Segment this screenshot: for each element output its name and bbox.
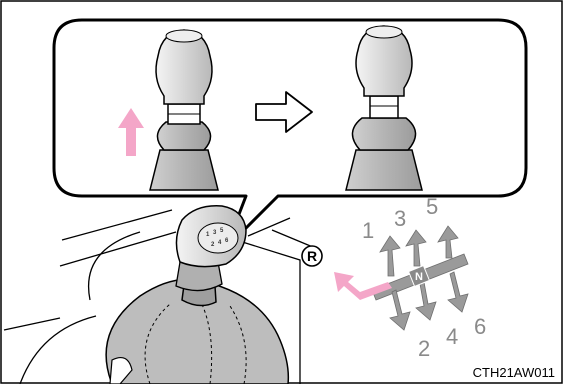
boot-left	[150, 150, 218, 190]
gear-number-4: 4	[446, 324, 458, 349]
gear-number-1: 1	[362, 218, 374, 243]
gear-number-5: 5	[426, 194, 438, 219]
reverse-label: R	[307, 248, 317, 264]
figure-code: CTH21AW011	[471, 366, 557, 380]
gear-number-2: 2	[418, 336, 430, 361]
boot-right	[346, 150, 422, 190]
gear-number-6: 6	[474, 314, 486, 339]
gear-number-3: 3	[394, 206, 406, 231]
lift-collar-right	[370, 96, 398, 118]
neutral-label: N	[415, 271, 423, 283]
knob-top-face	[198, 223, 238, 253]
